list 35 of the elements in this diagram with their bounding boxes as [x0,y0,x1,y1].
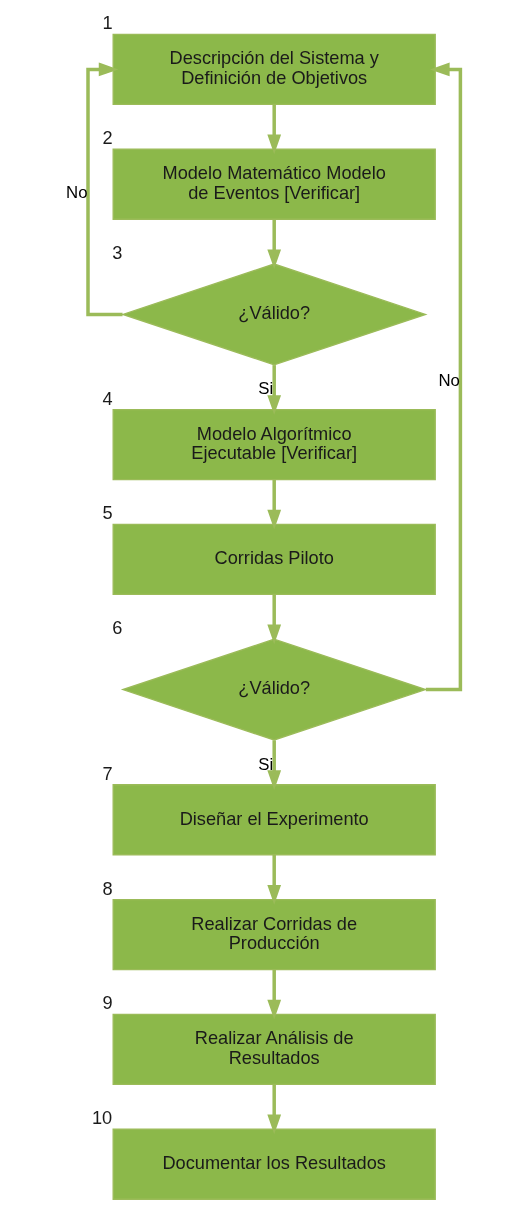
arrow [85,62,123,317]
node-diamond: ¿Válido? [120,263,428,366]
node-diamond: ¿Válido? [120,638,428,741]
edge-label: No [65,183,88,203]
node-label: 4 [102,388,113,409]
arrow [266,104,281,155]
node-label: 2 [102,128,113,149]
node-label: 10 [91,1108,112,1129]
arrow [266,219,281,270]
node-box: Modelo Algorítmico Ejecutable [Verificar] [112,408,436,481]
node-label: 8 [102,878,113,899]
node-box: Documentar los Resultados [112,1128,436,1200]
node-label: 5 [102,503,113,524]
arrow [266,594,281,645]
node-label: 7 [102,763,113,784]
arrow [266,1084,281,1135]
arrow [266,740,281,790]
node-label: 9 [102,993,113,1014]
arrow [266,479,281,530]
arrow [266,969,281,1020]
node-label: 1 [102,13,113,34]
node-box: Realizar Corridas de Producción [112,898,436,971]
edge-label: No [437,370,460,390]
arrow [266,365,281,415]
node-box: Realizar Análisis de Resultados [112,1013,436,1086]
node-label: 6 [111,618,122,639]
node-box: Modelo Matemático Modelo de Eventos [Verificar] [112,148,436,220]
node-box: Corridas Piloto [112,523,436,596]
arrow [266,854,281,905]
edge-label: Si [257,379,273,399]
arrow [425,62,462,692]
edge-label: Si [257,754,273,774]
node-box: Descripción del Sistema y Definición de Objetivos [112,33,436,106]
node-label: 3 [111,242,122,263]
node-box: Diseñar el Experimento [112,784,436,856]
